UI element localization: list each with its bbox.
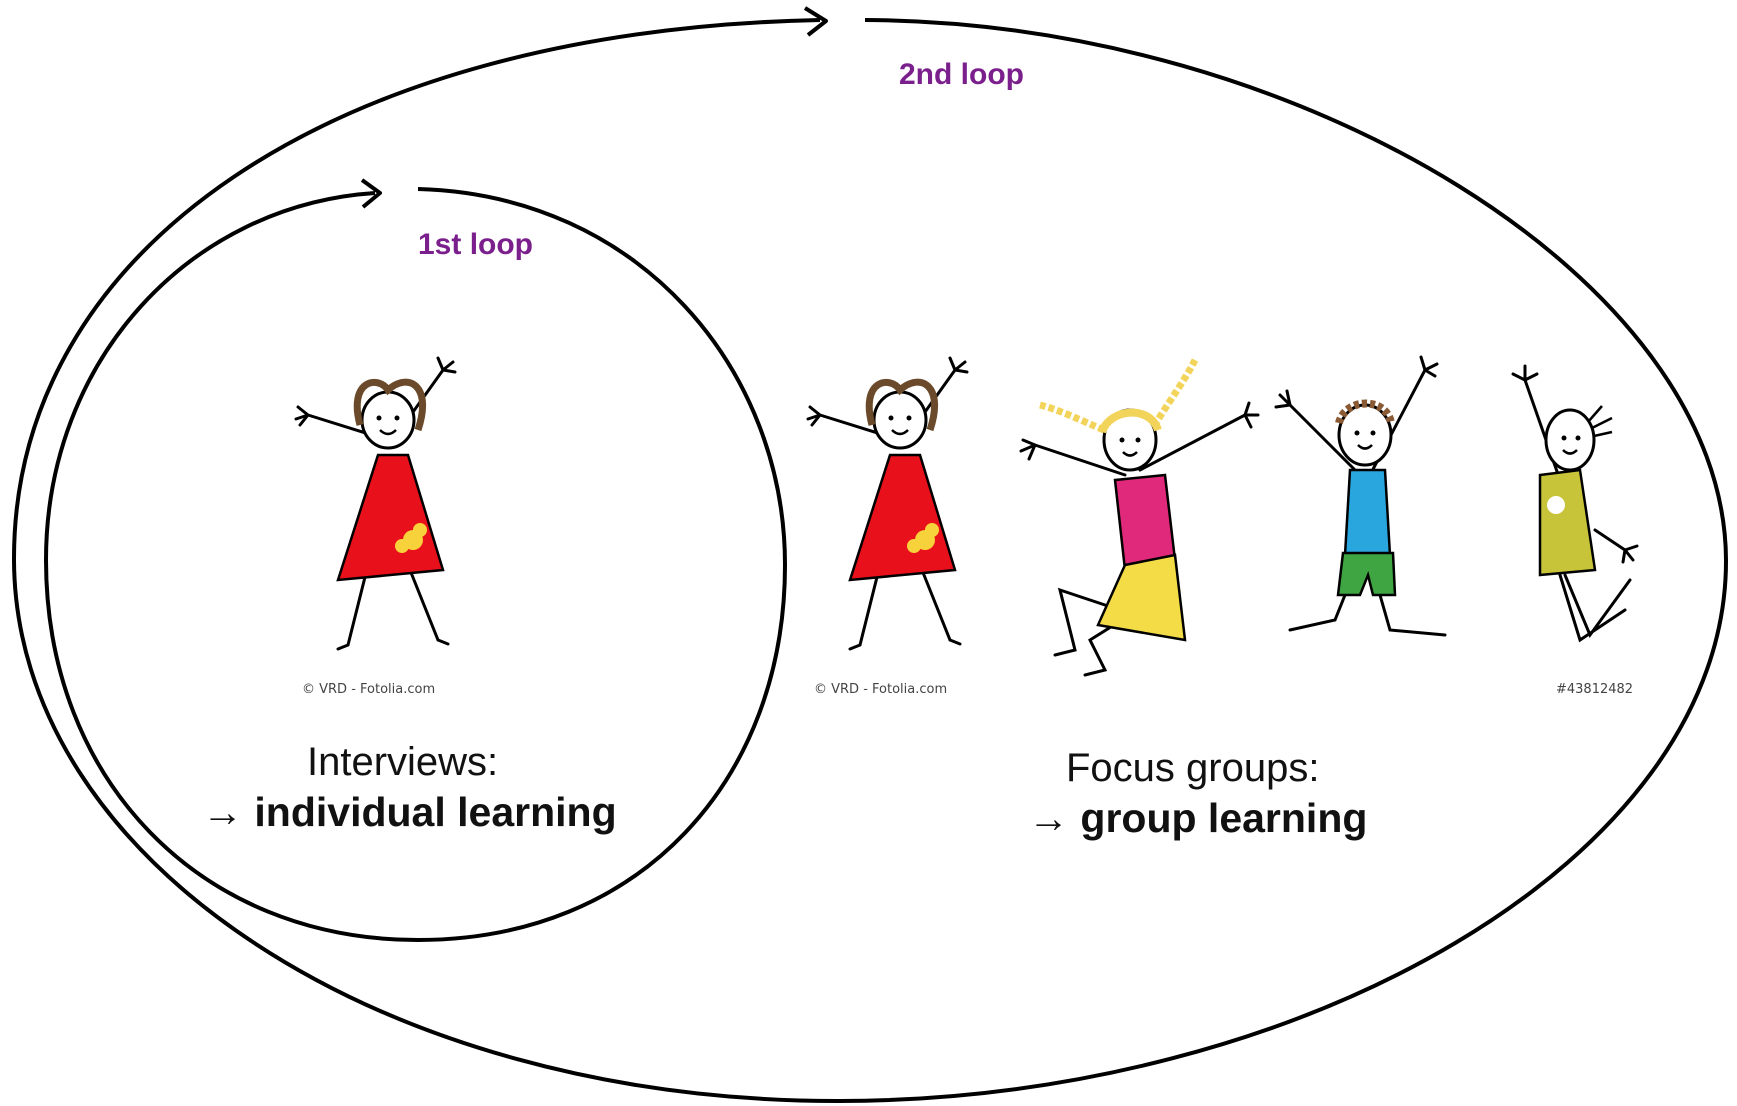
focus-groups-result: group learning (1080, 795, 1368, 841)
focus-groups-image-credit-right: #43812482 (1556, 682, 1634, 697)
figure-boy-olive-shirt (1511, 364, 1639, 643)
interviews-caption: Interviews: → individual learning (202, 740, 617, 836)
second-loop-label: 2nd loop (899, 58, 1024, 91)
first-loop-label: 1st loop (418, 228, 534, 261)
focus-groups-arrow-icon: → (1028, 795, 1069, 841)
figure-girl-red-dress-2 (806, 356, 969, 651)
first-loop-circle (43, 187, 788, 943)
first-loop-arrowhead (360, 178, 382, 209)
figure-girl-red-dress-1 (294, 356, 457, 651)
figure-girl-pigtails (1019, 358, 1260, 677)
focus-groups-image-credit-left: © VRD - Fotolia.com (814, 682, 948, 697)
interviews-result-line: → individual learning (202, 789, 617, 836)
focus-groups-result-line: → group learning (1028, 795, 1367, 842)
figure-boy-blue-shirt (1274, 355, 1447, 637)
focus-groups-caption: Focus groups: → group learning (1028, 746, 1367, 842)
focus-groups-title: Focus groups: (1066, 746, 1320, 790)
second-loop-arrowhead (803, 6, 828, 37)
interviews-title: Interviews: (307, 740, 499, 784)
interviews-result: individual learning (254, 789, 617, 835)
second-loop-ellipse (11, 18, 1729, 1104)
interviews-image-credit: © VRD - Fotolia.com (302, 682, 436, 697)
interviews-arrow-icon: → (202, 789, 243, 835)
